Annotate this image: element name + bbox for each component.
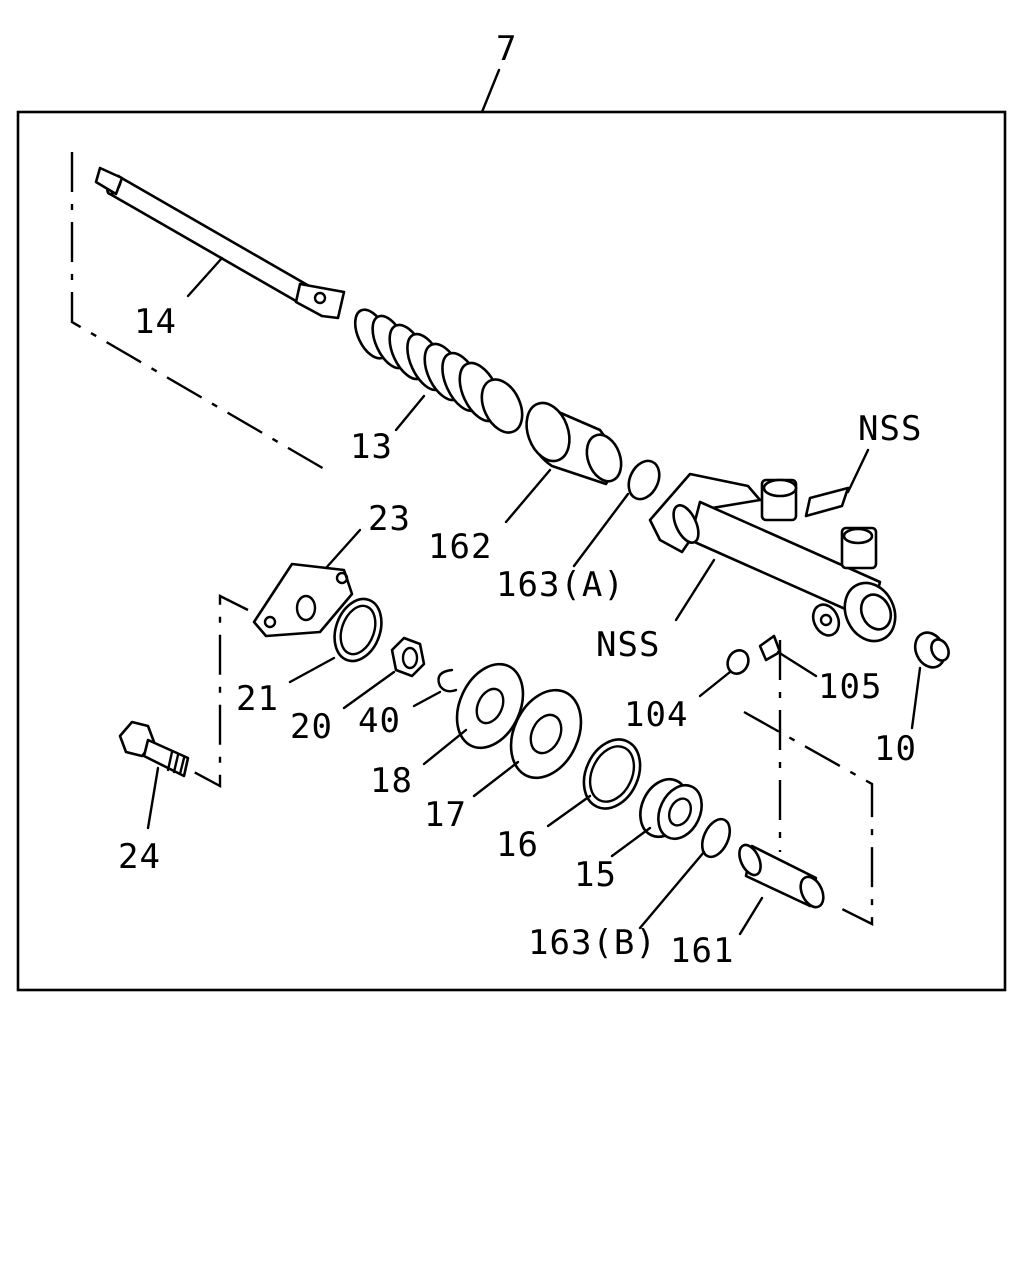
seal-17-part [509, 688, 583, 780]
piston-bracket-line [743, 710, 874, 926]
mounting-plate-part [252, 562, 354, 638]
callout-16: 16 [496, 825, 539, 865]
piston-part [525, 401, 623, 486]
leader-18 [422, 728, 468, 766]
seal-a-part [627, 459, 661, 501]
leader-163a [572, 492, 630, 568]
push-rod-bracket-line [70, 152, 327, 472]
cap-10-part [913, 631, 950, 669]
callout-163b: 163(B) [528, 923, 657, 963]
leader-14 [186, 256, 224, 298]
callout-15: 15 [574, 855, 617, 895]
callout-104: 104 [624, 695, 688, 735]
nut-20-part [390, 636, 426, 678]
leader-162 [504, 468, 552, 524]
piston-161-part [738, 843, 825, 909]
washer-104-part [726, 649, 750, 675]
callout-105: 105 [818, 667, 882, 707]
assembly-label: 7 [496, 29, 517, 69]
leader-24 [146, 766, 160, 830]
callout-23: 23 [368, 499, 411, 539]
leader-104 [698, 670, 732, 698]
leader-161 [738, 896, 764, 936]
leader-23 [324, 528, 362, 570]
dust-boot-part [353, 308, 524, 434]
bushing-15-part [639, 777, 703, 841]
diagram-frame [16, 110, 1007, 992]
bolt-bracket-line [193, 594, 249, 789]
leader-21 [288, 656, 336, 684]
leader-17 [472, 760, 520, 798]
callout-10: 10 [874, 729, 917, 769]
leader-10 [910, 666, 922, 730]
ring-16-part [582, 738, 642, 810]
callout-nss-body: NSS [596, 625, 660, 665]
nss-tag-shape [804, 486, 850, 518]
callout-40: 40 [358, 701, 401, 741]
leader-16 [546, 794, 592, 828]
o-ring-21-part [333, 597, 383, 663]
callout-21: 21 [236, 679, 279, 719]
leader-163b [638, 850, 706, 930]
callout-24: 24 [118, 837, 161, 877]
leader-nss-top [846, 448, 870, 494]
callout-161: 161 [670, 931, 734, 971]
cylinder-body-part [648, 472, 897, 643]
callout-18: 18 [370, 761, 413, 801]
callout-17: 17 [424, 795, 467, 835]
leader-13 [394, 394, 426, 432]
bleeder-screw-part [758, 634, 782, 662]
assembly-leader [480, 68, 501, 114]
leader-40 [412, 690, 442, 708]
callout-13: 13 [350, 427, 393, 467]
callout-14: 14 [134, 302, 177, 342]
callout-163a: 163(A) [496, 565, 625, 605]
callout-162: 162 [428, 527, 492, 567]
callout-20: 20 [290, 707, 333, 747]
leader-105 [776, 650, 818, 678]
callout-nss-top: NSS [858, 409, 922, 449]
push-rod-part [94, 166, 346, 320]
bolt-24-part [118, 720, 190, 778]
leader-nss-body [674, 558, 716, 622]
seal-b-part [700, 817, 732, 859]
leader-15 [610, 826, 652, 858]
clip-40-part [437, 668, 458, 693]
leader-20 [342, 670, 396, 710]
